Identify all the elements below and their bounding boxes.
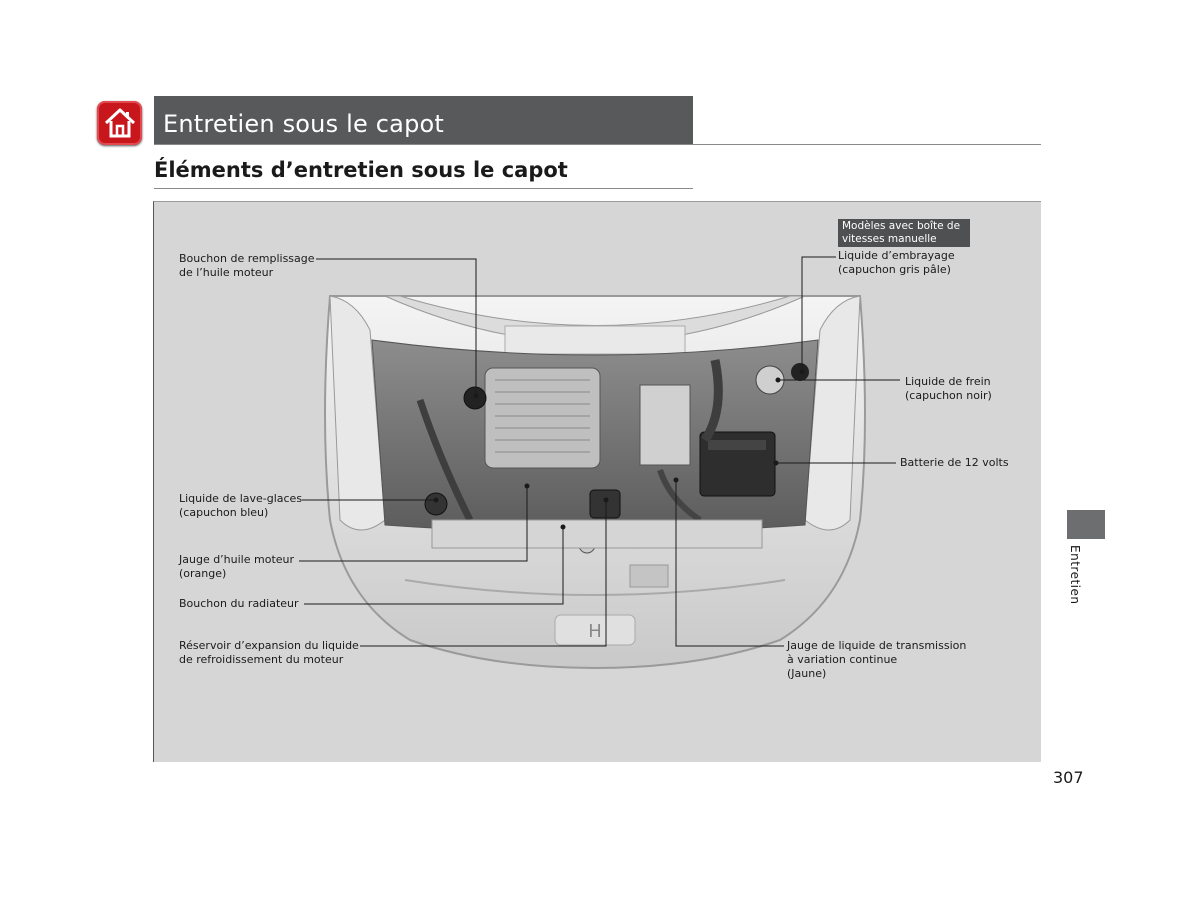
- label-line: Liquide de frein: [905, 375, 992, 389]
- air-box: [640, 385, 690, 465]
- label-line: Batterie de 12 volts: [900, 456, 1009, 470]
- badge-line: Modèles avec boîte de: [842, 220, 966, 233]
- engine-cover: [485, 368, 600, 468]
- chapter-tab-label: Entretien: [1068, 545, 1082, 604]
- label-line: Jauge d’huile moteur: [179, 553, 294, 567]
- label-washer: Liquide de lave-glaces (capuchon bleu): [179, 492, 302, 520]
- label-line: Bouchon de remplissage: [179, 252, 315, 266]
- label-dipstick: Jauge d’huile moteur (orange): [179, 553, 294, 581]
- page-number: 307: [1053, 768, 1084, 787]
- label-clutch: Liquide d’embrayage (capuchon gris pâle): [838, 249, 955, 277]
- manual-transmission-badge: Modèles avec boîte de vitesses manuelle: [838, 219, 970, 247]
- badge-line: vitesses manuelle: [842, 233, 966, 246]
- label-line: (capuchon gris pâle): [838, 263, 955, 277]
- coolant-reservoir: [590, 490, 620, 518]
- label-line: (capuchon bleu): [179, 506, 302, 520]
- label-line: Liquide d’embrayage: [838, 249, 955, 263]
- label-line: (orange): [179, 567, 294, 581]
- label-line: Bouchon du radiateur: [179, 597, 299, 611]
- label-line: Jauge de liquide de transmission: [787, 639, 966, 653]
- label-cvt: Jauge de liquide de transmission à varia…: [787, 639, 966, 681]
- label-line: de refroidissement du moteur: [179, 653, 359, 667]
- label-coolant: Réservoir d’expansion du liquide de refr…: [179, 639, 359, 667]
- label-brake: Liquide de frein (capuchon noir): [905, 375, 992, 403]
- honda-logo: H: [588, 621, 602, 642]
- label-line: (Jaune): [787, 667, 966, 681]
- chapter-tab[interactable]: [1067, 510, 1105, 539]
- label-line: à variation continue: [787, 653, 966, 667]
- label-line: (capuchon noir): [905, 389, 992, 403]
- label-radiator: Bouchon du radiateur: [179, 597, 299, 611]
- label-line: Réservoir d’expansion du liquide: [179, 639, 359, 653]
- washer-cap: [425, 493, 447, 515]
- label-oil-cap: Bouchon de remplissage de l’huile moteur: [179, 252, 315, 280]
- label-battery: Batterie de 12 volts: [900, 456, 1009, 470]
- label-line: de l’huile moteur: [179, 266, 315, 280]
- label-line: Liquide de lave-glaces: [179, 492, 302, 506]
